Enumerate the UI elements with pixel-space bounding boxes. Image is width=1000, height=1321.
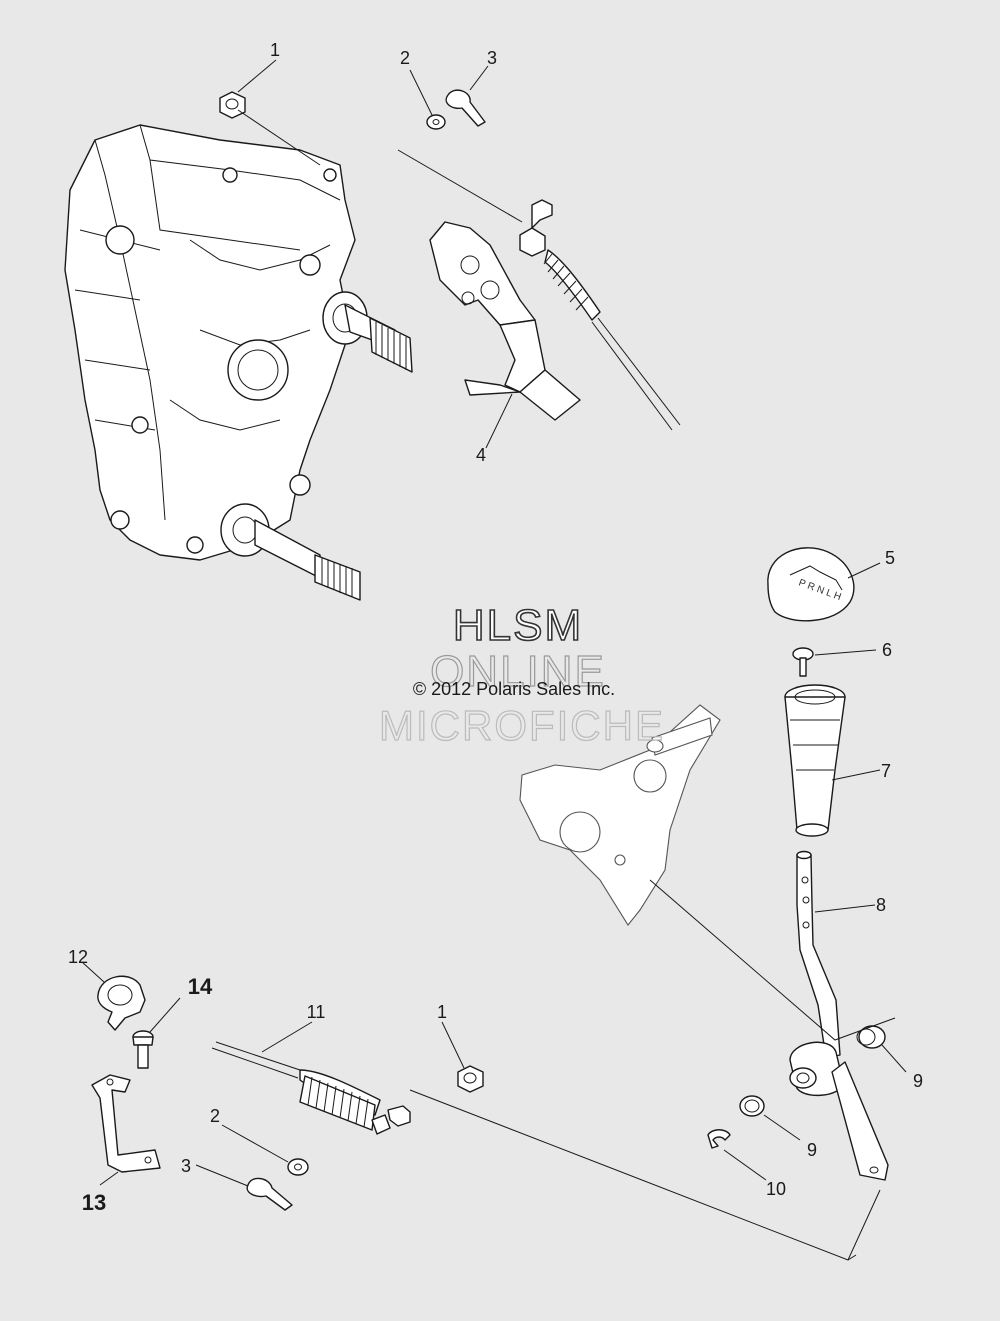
callout-3-bottom: 3 [181, 1156, 191, 1176]
callout-6: 6 [882, 640, 892, 660]
shift-knob [784, 684, 846, 837]
watermark-microfiche: MICROFICHE [379, 702, 665, 749]
callout-9-upper: 9 [913, 1071, 923, 1091]
callout-10: 10 [766, 1179, 786, 1199]
callout-5: 5 [885, 548, 895, 568]
washer-bottom [287, 1158, 309, 1176]
shift-cable-lower [211, 1041, 411, 1135]
hairpin-clip-top [445, 89, 486, 127]
callout-2-top: 2 [400, 48, 410, 68]
flange-bolt [132, 1030, 154, 1069]
transmission-assembly [64, 124, 413, 601]
shift-knob-cap: P R N L H [767, 547, 855, 622]
bushing-upper [856, 1025, 886, 1049]
screw-small [792, 647, 814, 677]
watermark-hlsm: HLSM [453, 601, 583, 650]
nut-bottom [457, 1065, 484, 1093]
shift-cable-upper [519, 199, 681, 431]
e-clip [707, 1129, 731, 1149]
shift-lever [789, 850, 889, 1181]
callout-1-top: 1 [270, 40, 280, 60]
washer-top [426, 114, 446, 130]
copyright-notice: © 2012 Polaris Sales Inc. [413, 679, 615, 699]
callout-7: 7 [881, 761, 891, 781]
callout-13: 13 [82, 1190, 106, 1215]
cable-clamp [97, 975, 146, 1031]
bracket-upper [429, 221, 581, 421]
callout-9-lower: 9 [807, 1140, 817, 1160]
callout-1-bottom: 1 [437, 1002, 447, 1022]
callout-4: 4 [476, 445, 486, 465]
callout-11: 11 [307, 1002, 326, 1022]
callout-14: 14 [188, 974, 213, 999]
callout-12: 12 [68, 947, 88, 967]
bracket-ghost [519, 704, 721, 926]
callout-labels: 1 2 3 4 5 6 7 8 9 9 10 11 1 2 3 12 13 14 [68, 40, 923, 1215]
watermark-online: ONLINE [430, 647, 606, 696]
callout-3-top: 3 [487, 48, 497, 68]
bracket-lower [91, 1074, 161, 1173]
leader-lines [81, 59, 907, 1261]
bushing-lower [739, 1095, 765, 1117]
callout-2-bottom: 2 [210, 1106, 220, 1126]
nut-top [219, 91, 246, 119]
callout-8: 8 [876, 895, 886, 915]
hairpin-clip-bottom [246, 1177, 293, 1211]
watermark: HLSM ONLINE MICROFICHE © 2012 Polaris Sa… [378, 600, 665, 749]
